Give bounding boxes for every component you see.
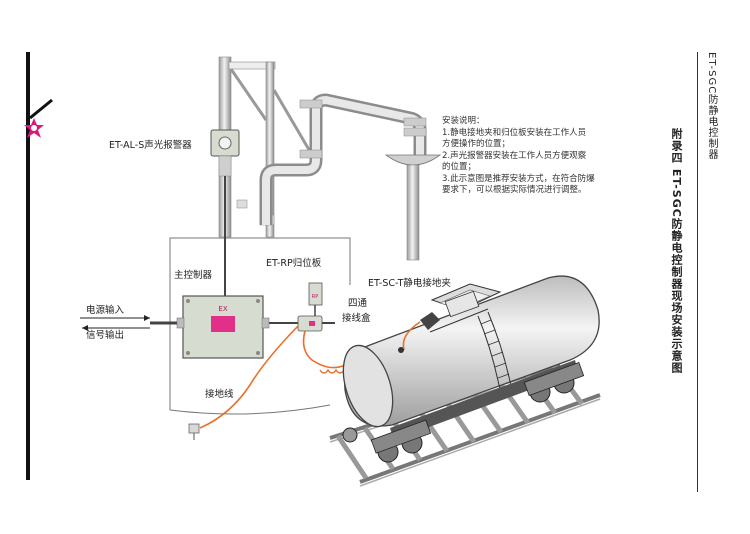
- ground-clamp-terminal: [188, 423, 200, 440]
- cable-gland-left: [176, 317, 185, 329]
- ladder: [477, 311, 512, 391]
- left-margin-bar: [26, 52, 53, 480]
- company-logo: [24, 118, 44, 138]
- rp-mark: RP: [312, 294, 319, 300]
- install-note-line: 方便操作的位置；: [442, 139, 511, 149]
- signal-output-label: 信号输出: [86, 330, 125, 341]
- main-controller-label: 主控制器: [174, 270, 213, 281]
- install-note-line: 的位置；: [442, 162, 477, 172]
- cable-gland-right: [261, 317, 270, 329]
- ground-wire-label: 接地线: [205, 389, 234, 400]
- install-note-line: 要求下，可以根据实际情况进行调整。: [442, 185, 587, 195]
- appendix-title: 附录四 ET-SGC防静电控制器现场安装示意图: [670, 128, 683, 374]
- install-notes: 安装说明： 1.静电接地夹和归位板安装在工作人员 方便操作的位置； 2.声光报警…: [442, 116, 595, 197]
- right-rule: [697, 52, 698, 492]
- tank-underframe: [342, 360, 585, 463]
- wall-bottom: [169, 404, 331, 415]
- ground-wire: [199, 325, 299, 429]
- tank-dome: [430, 283, 502, 318]
- clamp-label: ET-SC-T静电接地夹: [368, 278, 451, 289]
- install-notes-heading: 安装说明：: [442, 116, 485, 126]
- return-plate-label: ET-RP归位板: [266, 258, 322, 269]
- alarm-label: ET-AL-S声光报警器: [109, 140, 192, 151]
- junction-box-label-1: 四通: [348, 298, 368, 309]
- junction-box-label-2: 接线盒: [342, 313, 371, 324]
- main-controller: EX: [182, 295, 264, 359]
- vertical-title: ET-SGC防静电控制器: [706, 52, 717, 161]
- loading-arm-pipe: [259, 93, 442, 261]
- alarm-device: [210, 129, 240, 177]
- grounding-clamp: [398, 312, 440, 353]
- power-input-label: 电源输入: [86, 305, 125, 316]
- ex-mark: EX: [218, 305, 227, 313]
- install-note-line: 1.静电接地夹和归位板安装在工作人员: [442, 127, 587, 138]
- return-plate: RP: [308, 282, 323, 306]
- junction-box: [297, 305, 335, 332]
- signal-output-arrow: [82, 325, 150, 331]
- ex-badge: [211, 316, 235, 332]
- install-note-line: 3.此示意图是推荐安装方式，在符合防爆: [442, 173, 595, 184]
- tank-car: [342, 275, 600, 463]
- install-note-line: 2.声光报警器安装在工作人员方便观察: [442, 150, 587, 161]
- power-input-arrow: [80, 315, 150, 321]
